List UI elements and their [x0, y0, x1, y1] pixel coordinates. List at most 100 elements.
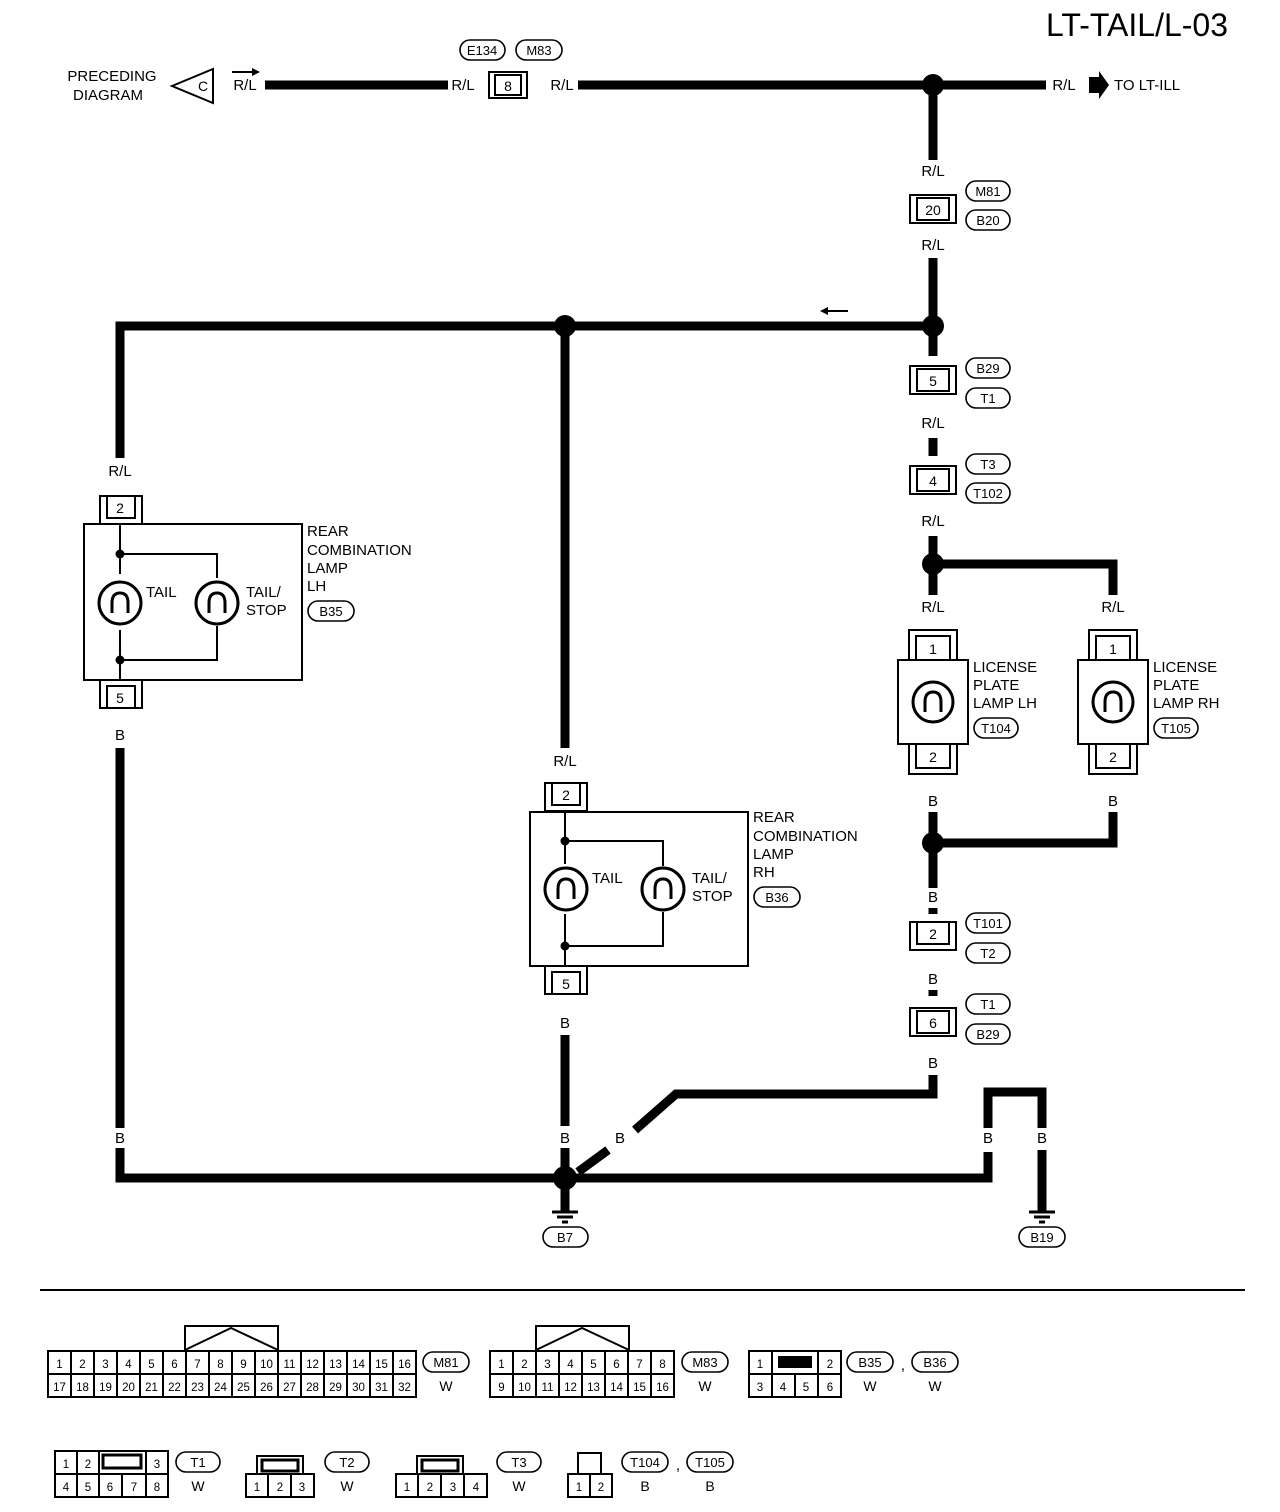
connector-t1: T1 — [980, 391, 995, 406]
pin-number: 1 — [498, 1359, 504, 1371]
rear-combination-lamp-rh: 2 TAIL TAIL/ STOP 5 REAR COMBINATION LAM… — [529, 782, 858, 995]
pin-number: 1 — [929, 641, 937, 657]
wire-color-label: B — [115, 727, 125, 744]
pin-number: 17 — [53, 1382, 66, 1394]
wire-color-label: R/L — [1052, 77, 1075, 94]
pin-number: 3 — [102, 1359, 108, 1371]
pin-number: 18 — [76, 1382, 89, 1394]
bulb-label-tail: TAIL — [592, 870, 623, 887]
bulb-label-tailstop-2: STOP — [692, 888, 733, 905]
wire-color-label: B — [1108, 793, 1118, 810]
connector-color: B — [705, 1478, 714, 1494]
junctions — [553, 74, 944, 1190]
arrows — [232, 68, 1109, 315]
pin-number: 23 — [191, 1382, 204, 1394]
pin-number: 3 — [544, 1359, 550, 1371]
pin-number: 2 — [116, 500, 124, 516]
pin-number: 7 — [636, 1359, 642, 1371]
junction-dot — [922, 553, 944, 575]
bulb-label-tailstop-2: STOP — [246, 602, 287, 619]
wire-color-label: R/L — [1101, 599, 1124, 616]
pin-number: 2 — [1109, 749, 1117, 765]
preceding-arrow-icon — [169, 67, 214, 105]
connector-name: T104 — [630, 1455, 660, 1470]
connector-t102: T102 — [973, 486, 1003, 501]
pin-number: 29 — [329, 1382, 342, 1394]
pin-number: 3 — [450, 1482, 456, 1494]
bulb-label-tailstop-1: TAIL/ — [692, 870, 728, 887]
junction-dot — [922, 315, 944, 337]
pin-number: 15 — [633, 1382, 646, 1394]
wire-color-label: B — [560, 1130, 570, 1147]
pin-number: 5 — [148, 1359, 154, 1371]
pin-number: 2 — [562, 787, 570, 803]
connector-t2: T2 — [980, 946, 995, 961]
pin-number: 9 — [240, 1359, 246, 1371]
arrow-right-icon — [252, 68, 260, 76]
pin-number: 26 — [260, 1382, 273, 1394]
bulb-label-tailstop-1: TAIL/ — [246, 584, 282, 601]
connector-b35: B35 — [319, 604, 342, 619]
pin-number: 1 — [254, 1482, 260, 1494]
pin-number: 2 — [277, 1482, 283, 1494]
pin-number: 2 — [827, 1359, 833, 1371]
inline-connector-6: 6 T1 B29 — [909, 993, 1011, 1045]
pin-number: 8 — [504, 78, 512, 94]
pin-number: 7 — [131, 1482, 137, 1494]
inline-connector-5: 5 B29 T1 — [909, 357, 1011, 409]
pin-number: 13 — [329, 1359, 342, 1371]
arrow-left-icon — [820, 307, 828, 315]
wire-color-label: B — [928, 971, 938, 988]
pin-number: 20 — [925, 202, 941, 218]
wire-color-label: R/L — [550, 77, 573, 94]
pin-number: 5 — [929, 373, 937, 389]
pin-number: 30 — [352, 1382, 365, 1394]
wire-color-label: B — [1037, 1130, 1047, 1147]
ground-b7: B7 — [542, 1210, 589, 1248]
pin-number: 2 — [929, 926, 937, 942]
connector-color: B — [640, 1478, 649, 1494]
inline-connector-2-t101: 2 T101 T2 — [909, 912, 1011, 964]
connector-t101: T101 — [973, 916, 1003, 931]
pin-number: 3 — [299, 1482, 305, 1494]
connector-b29: B29 — [976, 361, 999, 376]
connector-view-t3: 1 2 3 4 T3 W — [395, 1451, 542, 1498]
connector-name: B36 — [923, 1355, 946, 1370]
connector-view-t1: 1 2 3 4 5 6 7 8 T1 W — [54, 1450, 221, 1498]
pin-number: 21 — [145, 1382, 158, 1394]
connector-separator: , — [676, 1457, 680, 1474]
pin-number: 6 — [171, 1359, 177, 1371]
connector-color: W — [191, 1478, 205, 1494]
pin-number: 15 — [375, 1359, 388, 1371]
connector-view-t2: 1 2 3 T2 W — [245, 1451, 370, 1498]
connector-color: W — [863, 1378, 877, 1394]
wire-color-label: R/L — [553, 753, 576, 770]
component-name-line: LICENSE — [1153, 659, 1217, 676]
pin-number: 5 — [803, 1382, 809, 1394]
connector-view-b35-b36: 1 2 3 4 5 6 B35 , B36 W W — [748, 1350, 959, 1398]
connector-m81: M81 — [975, 184, 1000, 199]
page-title: LT-TAIL/L-03 — [1046, 7, 1228, 43]
pin-number: 2 — [598, 1482, 604, 1494]
pin-number: 11 — [542, 1382, 554, 1394]
bulb-icon — [194, 580, 240, 626]
wire-color-label: B — [983, 1130, 993, 1147]
pin-number: 4 — [567, 1359, 574, 1371]
pin-number: 6 — [827, 1382, 833, 1394]
connector-name: T1 — [190, 1455, 205, 1470]
connector-color: W — [928, 1378, 942, 1394]
component-name-line: RH — [753, 864, 775, 881]
connector-b29: B29 — [976, 1027, 999, 1042]
bulb-label-tail: TAIL — [146, 584, 177, 601]
component-name-line: PLATE — [973, 677, 1019, 694]
connector-name: T2 — [339, 1455, 354, 1470]
pin-number: 2 — [427, 1482, 433, 1494]
connector-name: T3 — [511, 1455, 526, 1470]
pin-number: 22 — [168, 1382, 181, 1394]
component-name-line: COMBINATION — [307, 542, 412, 559]
pin-number: 1 — [1109, 641, 1117, 657]
bulb-icon — [97, 580, 143, 626]
component-name-line: LAMP LH — [973, 695, 1037, 712]
wire-color-label: B — [615, 1130, 625, 1147]
